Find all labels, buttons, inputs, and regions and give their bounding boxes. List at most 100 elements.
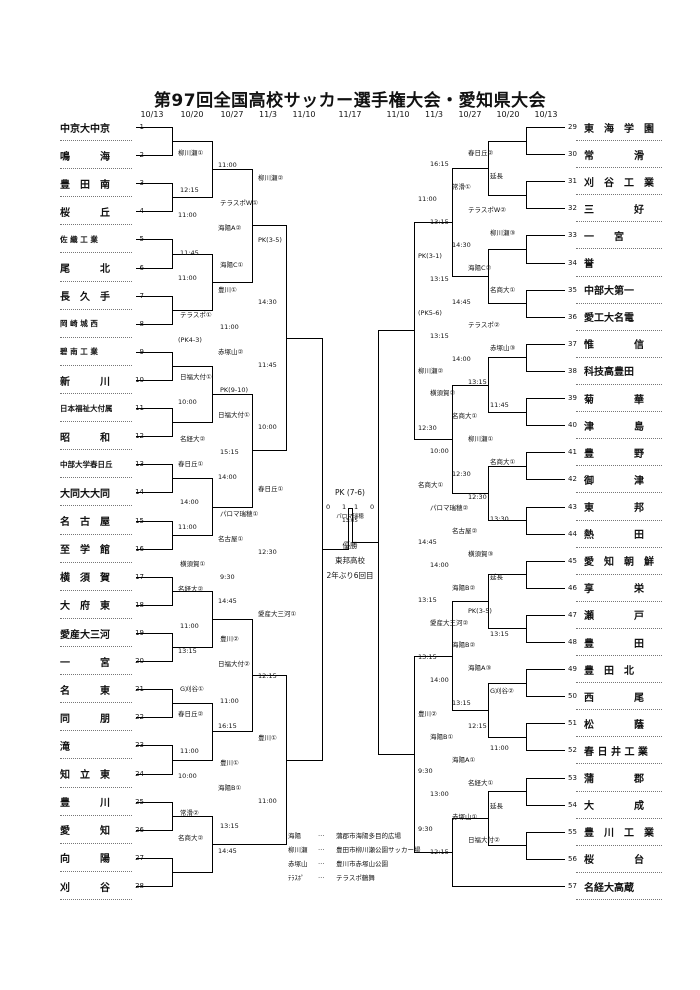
bracket-line (526, 750, 565, 752)
team-name: 科技高豊田 (584, 367, 634, 379)
match-info-label: 名商大② (178, 834, 204, 843)
match-info-label: 春日丘① (258, 485, 284, 494)
bracket-line (172, 365, 213, 367)
team-name: 向 陽 (60, 854, 110, 866)
bracket-line (136, 492, 173, 494)
team-number: 39 (568, 394, 577, 403)
match-info-label: 11:00 (180, 622, 199, 631)
row-separator (60, 758, 132, 760)
team-name: 同 朋 (60, 713, 110, 725)
row-separator (60, 308, 132, 310)
bracket-line (526, 208, 565, 210)
bracket-line (136, 295, 173, 297)
row-separator (576, 871, 662, 873)
team-name: 名 古 屋 (60, 517, 110, 529)
bracket-line (212, 506, 253, 508)
bracket-line (488, 574, 527, 576)
legend-key: 海陽 (288, 832, 301, 840)
bracket-line (452, 167, 489, 169)
team-name: 常 滑 (584, 150, 644, 162)
bracket-line (172, 759, 213, 761)
match-info-label: 11:45 (258, 360, 277, 369)
match-info-label: 14:45 (218, 846, 237, 855)
row-separator (576, 167, 662, 169)
bracket-line (212, 394, 253, 396)
bracket-line (136, 380, 173, 381)
row-separator (60, 168, 132, 170)
row-separator (60, 786, 132, 788)
match-info-label: 13:15 (490, 629, 509, 638)
winner-label: 優勝 (342, 541, 358, 550)
bracket-line (136, 773, 173, 775)
row-separator (576, 627, 662, 629)
team-number: 35 (568, 285, 577, 294)
match-info-label: 柳川瀬③ (490, 229, 516, 238)
team-name: 横 須 賀 (60, 573, 110, 585)
match-info-label: 12:15 (258, 672, 277, 681)
team-row-left: 鳴 海2 (60, 148, 144, 163)
match-info-label: 13:15 (418, 595, 437, 604)
bracket-line (172, 534, 213, 536)
bracket-line (172, 422, 213, 424)
bracket-line (488, 465, 527, 467)
match-info-label: PK(3-1) (418, 252, 442, 261)
match-info-label: 日福大付① (218, 410, 250, 419)
match-info-label: 日福大付② (218, 659, 250, 668)
team-row-left: 碧 南 工 業9 (60, 345, 144, 359)
match-info-label: 13:15 (430, 274, 449, 283)
team-name: 鳴 海 (60, 151, 110, 163)
bracket-line (526, 614, 565, 616)
team-number: 49 (568, 665, 577, 674)
team-name: 御 津 (584, 475, 644, 487)
match-info-label: 柳川瀬② (258, 173, 284, 182)
legend-dots: … (318, 858, 325, 866)
bracket-line (212, 843, 253, 845)
row-separator (576, 221, 662, 223)
match-info-label: 名経大② (180, 435, 206, 444)
match-info-label: 名商大① (490, 458, 516, 467)
row-separator (60, 252, 132, 254)
row-separator (576, 465, 662, 467)
team-row-left: 佐 織 工 業5 (60, 232, 144, 246)
bracket-line (136, 436, 173, 438)
match-info-label: 名古屋② (452, 526, 478, 535)
match-info-label: 13:15 (418, 652, 437, 661)
match-info-label: 12:30 (418, 423, 437, 432)
team-row-left: 尾 北6 (60, 261, 144, 276)
row-separator (60, 814, 132, 816)
team-name: 豊 川 (60, 798, 110, 810)
row-separator (576, 817, 662, 819)
row-separator (576, 519, 662, 521)
row-separator (60, 730, 132, 732)
team-name: 東 邦 (584, 503, 644, 514)
row-separator (576, 655, 662, 657)
row-separator (576, 302, 662, 304)
match-info-label: 名古屋① (218, 535, 244, 544)
match-info-label: 12:30 (452, 469, 471, 478)
bracket-line (414, 438, 453, 440)
match-info-label: 13:15 (430, 217, 449, 226)
team-name: 松 蔭 (584, 719, 644, 731)
bracket-line (488, 194, 527, 196)
date-label: 11/10 (292, 110, 316, 119)
match-info-label: 愛産大三河② (430, 618, 469, 627)
row-separator (576, 275, 662, 277)
row-separator (60, 646, 132, 647)
team-number: 29 (568, 123, 577, 131)
team-name: 愛 知 朝 鮮 (584, 557, 654, 569)
winner-note: 2年ぶり6回目 (326, 571, 374, 580)
match-info-label: 名商大① (490, 286, 516, 295)
bracket-line (172, 871, 213, 873)
match-info-label: テラスポW① (220, 198, 259, 207)
bracket-line (322, 548, 349, 550)
team-name: 愛産大三河 (60, 629, 110, 641)
match-info-label: 春日丘① (178, 460, 204, 469)
